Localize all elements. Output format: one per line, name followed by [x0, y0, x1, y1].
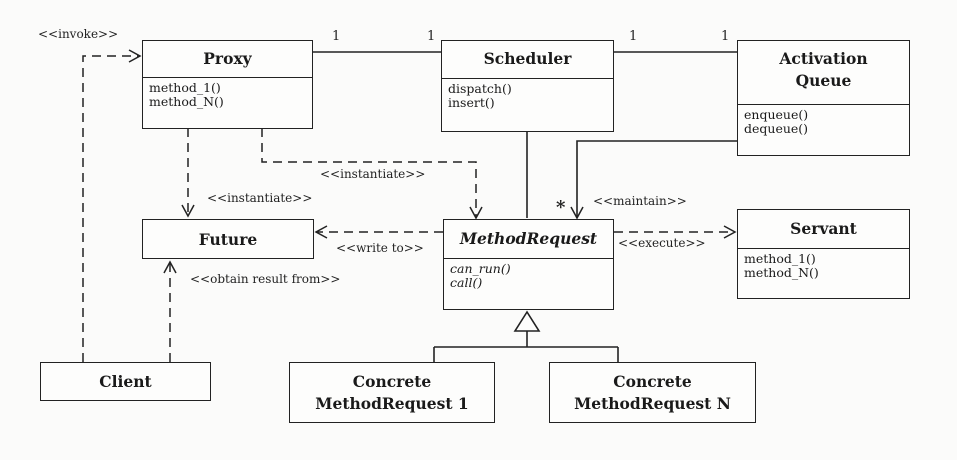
concrete-n-line-1: Concrete [613, 371, 692, 391]
proxy-instantiate-method-request-dependency [261, 128, 483, 220]
maintain-label: <<maintain>> [593, 194, 687, 208]
generalization-triangle [513, 310, 541, 332]
concrete-1-line-1: Concrete [352, 371, 432, 391]
multiplicity-maintain-star: * [556, 197, 566, 218]
concrete-method-request-1-class: Concrete MethodRequest 1 [289, 362, 495, 423]
scheduler-class-name: Scheduler [442, 41, 613, 79]
execute-label: <<execute>> [618, 236, 706, 250]
invoke-label: <<invoke>> [38, 27, 119, 41]
servant-op-2: method_N() [744, 264, 819, 280]
concrete-method-request-n-name: Concrete MethodRequest N [550, 363, 755, 422]
concrete-n-line-2: MethodRequest N [574, 393, 731, 413]
activation-queue-class: Activation Queue enqueue() dequeue() [737, 40, 910, 156]
method-request-class-name: MethodRequest [444, 220, 613, 259]
queue-maintain-method-request [570, 140, 737, 220]
method-request-class: MethodRequest can_run() call() [443, 219, 614, 310]
concrete-method-request-1-name: Concrete MethodRequest 1 [290, 363, 494, 422]
proxy-class: Proxy method_1() method_N() [142, 40, 313, 129]
scheduler-class: Scheduler dispatch() insert() [441, 40, 614, 132]
future-class: Future [142, 219, 314, 259]
scheduler-op-1: dispatch() [448, 81, 512, 96]
instantiate-method-request-label: <<instantiate>> [320, 167, 426, 181]
servant-op-1: method_1() [744, 251, 816, 266]
method-request-operations: can_run() call() [444, 259, 613, 289]
servant-class: Servant method_1() method_N() [737, 209, 910, 299]
scheduler-operations: dispatch() insert() [442, 79, 613, 109]
activation-queue-class-name: Activation Queue [738, 41, 909, 105]
future-class-name: Future [198, 229, 258, 249]
client-class-name: Client [99, 372, 152, 391]
concrete-method-request-n-class: Concrete MethodRequest N [549, 362, 756, 423]
servant-class-name: Servant [738, 210, 909, 249]
activation-queue-name-line-2: Queue [795, 71, 852, 90]
proxy-op-1: method_1() [149, 80, 221, 95]
multiplicity-scheduler-end-right: 1 [629, 29, 638, 44]
method-request-op-1: can_run() [450, 261, 511, 276]
activation-queue-op-1: enqueue() [744, 107, 809, 122]
servant-operations: method_1() method_N() [738, 249, 909, 279]
multiplicity-proxy-end: 1 [332, 29, 341, 44]
instantiate-future-label: <<instantiate>> [207, 191, 313, 205]
activation-queue-name-line-1: Activation [779, 49, 868, 68]
obtain-result-label: <<obtain result from>> [190, 272, 341, 286]
proxy-operations: method_1() method_N() [143, 78, 312, 108]
method-request-op-2: call() [450, 274, 483, 290]
proxy-class-name: Proxy [143, 41, 312, 78]
write-to-label: <<write to>> [336, 241, 424, 255]
activation-queue-operations: enqueue() dequeue() [738, 105, 909, 135]
multiplicity-queue-end: 1 [721, 29, 730, 44]
multiplicity-scheduler-end-left: 1 [427, 29, 436, 44]
client-class: Client [40, 362, 211, 401]
proxy-op-2: method_N() [149, 93, 224, 109]
client-invoke-proxy-dependency [82, 49, 142, 362]
concrete-1-line-2: MethodRequest 1 [315, 393, 469, 413]
scheduler-op-2: insert() [448, 94, 495, 110]
activation-queue-op-2: dequeue() [744, 120, 809, 136]
